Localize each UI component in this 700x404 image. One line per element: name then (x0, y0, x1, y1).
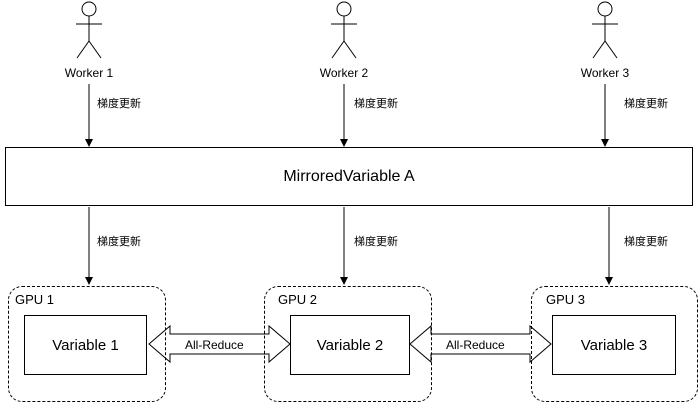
variable-3-box: Variable 3 (552, 315, 676, 375)
gradient-update-label-bottom-1: 梯度更新 (97, 235, 141, 248)
worker-3-figure-icon (592, 1, 618, 59)
variable-2-box: Variable 2 (290, 315, 410, 375)
gradient-update-label-top-3: 梯度更新 (624, 97, 668, 110)
gradient-update-label-bottom-3: 梯度更新 (624, 235, 668, 248)
gpu-3-container (531, 286, 698, 402)
all-reduce-label-1: All-Reduce (184, 338, 245, 352)
variable-2-label: Variable 2 (316, 336, 384, 354)
all-reduce-label-2: All-Reduce (445, 338, 506, 352)
variable-1-box: Variable 1 (24, 315, 147, 375)
gpu-1-label: GPU 1 (15, 292, 55, 307)
gpu-3-label: GPU 3 (546, 292, 586, 307)
variable-3-label: Variable 3 (580, 336, 648, 354)
variable-1-label: Variable 1 (52, 336, 119, 354)
worker-1-figure-icon (76, 1, 102, 59)
worker-2-label: Worker 2 (319, 66, 369, 80)
mirrored-variable-box: MirroredVariable A (5, 147, 693, 206)
gpu-1-container (8, 286, 166, 402)
worker-2-figure-icon (331, 1, 357, 59)
gradient-update-label-bottom-2: 梯度更新 (354, 235, 398, 248)
gpu-2-label: GPU 2 (278, 292, 318, 307)
gpu-2-container (264, 286, 432, 402)
worker-1-label: Worker 1 (64, 66, 114, 80)
gradient-update-label-top-1: 梯度更新 (97, 97, 141, 110)
gradient-update-label-top-2: 梯度更新 (354, 97, 398, 110)
worker-3-label: Worker 3 (580, 66, 630, 80)
mirrored-variable-label: MirroredVariable A (283, 167, 415, 185)
